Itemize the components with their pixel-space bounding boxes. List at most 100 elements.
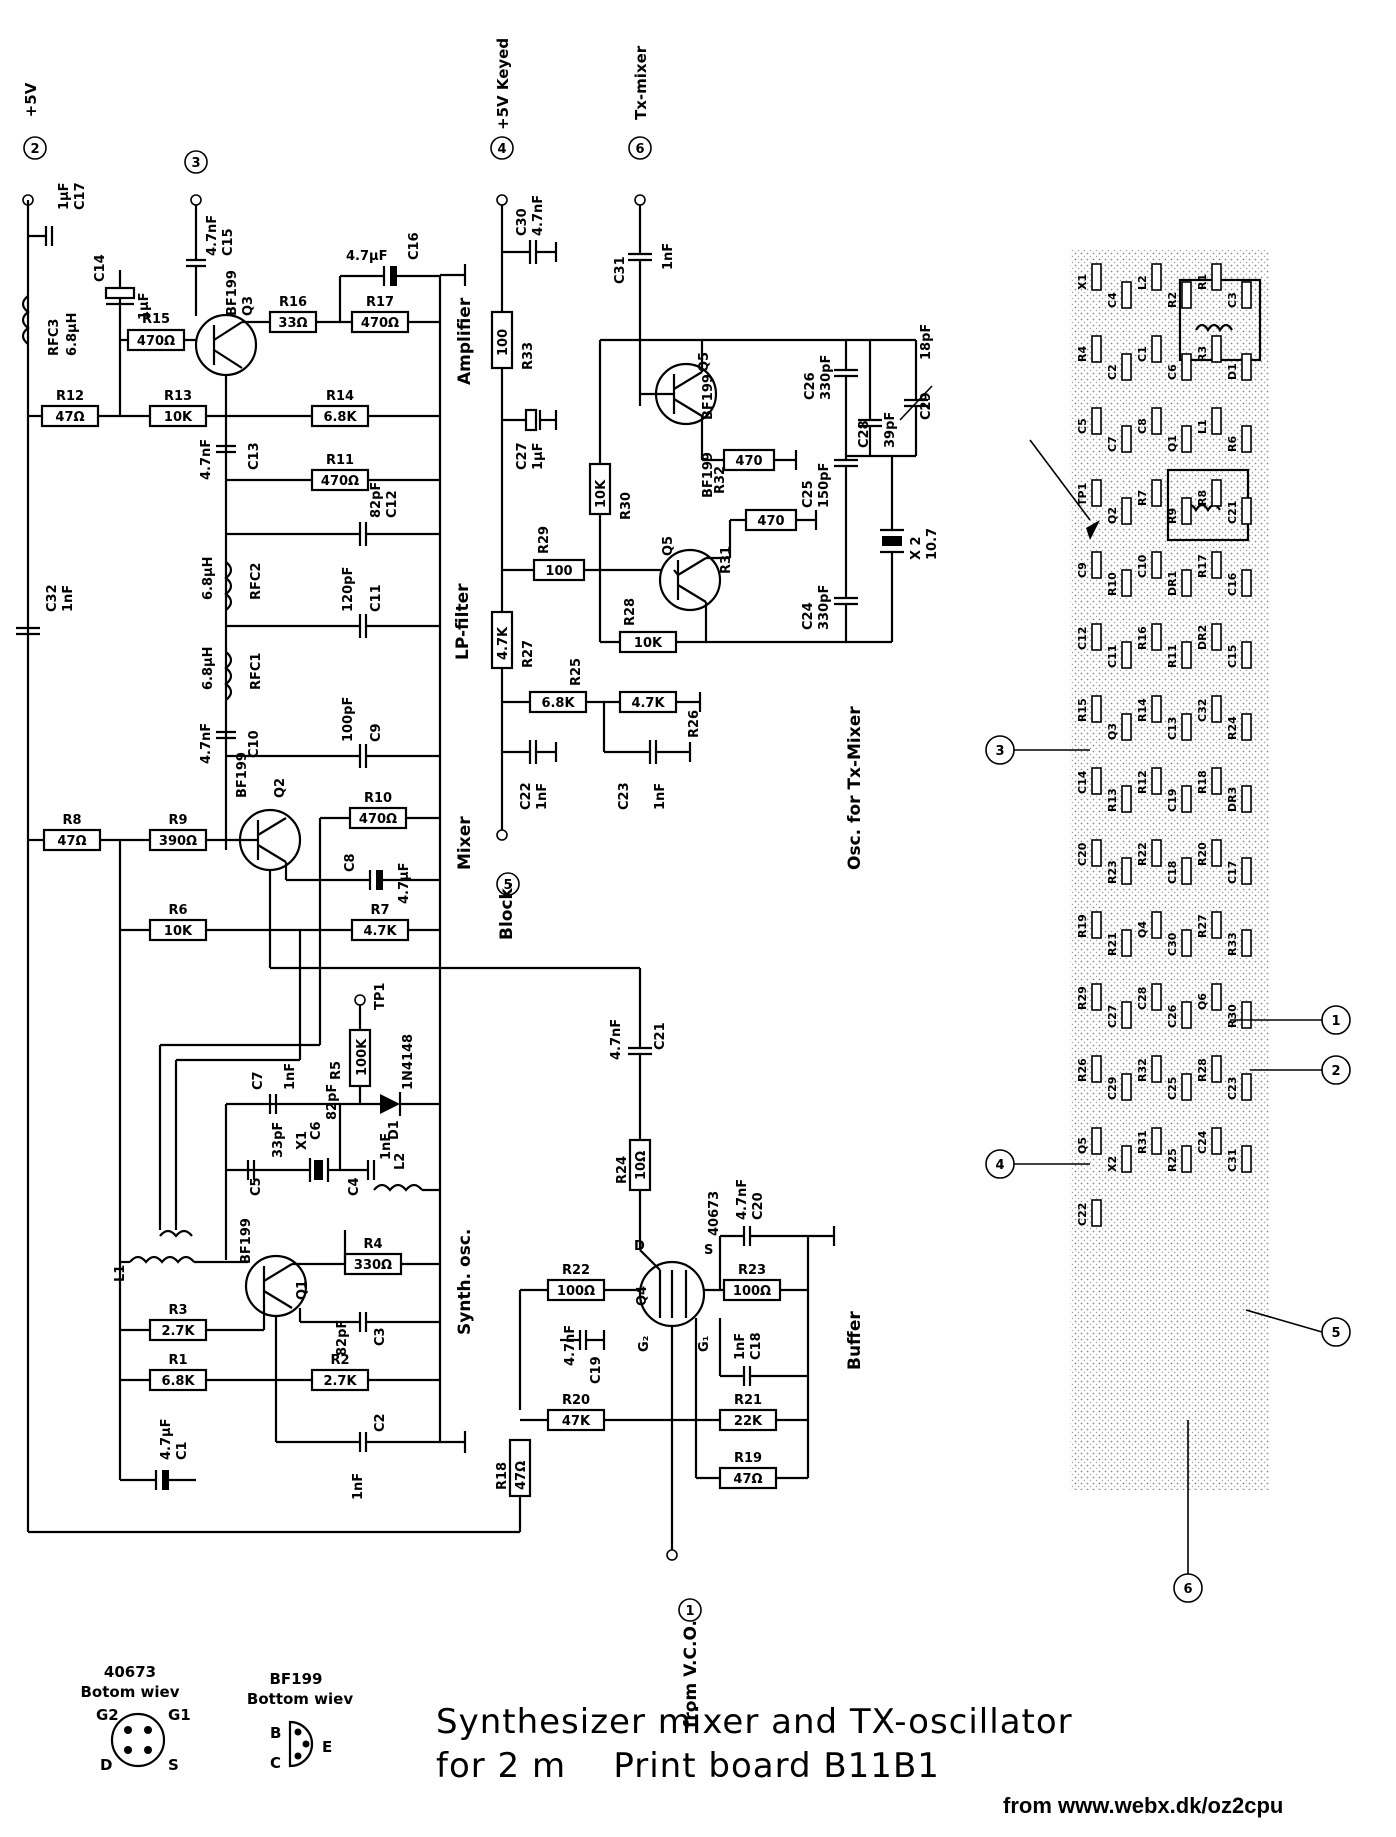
q2-type: BF199 [235,752,250,798]
board-footprint-r11 [1181,641,1192,669]
board-label-q5: Q5 [1076,1137,1089,1154]
board-footprint-c26 [1181,1001,1192,1029]
c6-value: 82pF [325,1084,340,1120]
resistor-r5: R5 100K [329,1005,372,1104]
capacitor-c25: C25 150pF [801,458,858,598]
r18-value: 47Ω [514,1461,529,1490]
board-label-c17: C17 [1226,861,1239,884]
capacitor-c4: C4 1nF [340,1133,394,1196]
r10-ref: R10 [364,791,392,806]
capacitor-c24: C24 330pF [706,585,892,644]
board-footprint-r4 [1091,335,1102,363]
board-marker-4-number: 4 [995,1158,1004,1173]
q1-type: BF199 [239,1218,254,1264]
mixer-link-wire [158,870,642,1230]
capacitor-c13: 4.7nF C13 [199,439,262,480]
pinout-40673-pin-g2: G2 [96,1706,119,1724]
board-label-r17: R17 [1196,554,1209,578]
board-footprint-r26 [1091,1055,1102,1083]
r26-value: 4.7K [631,696,665,711]
c20-value: 4.7nF [735,1179,750,1220]
board-footprint-c4 [1121,281,1132,309]
board-label-l1: L1 [1196,419,1209,434]
c30-value: 4.7nF [531,195,546,236]
board-label-r11: R11 [1166,644,1179,668]
board-marker-5-number: 5 [1331,1326,1340,1341]
board-label-r21: R21 [1106,932,1119,956]
terminal-1: 1 from V.C.O. [666,1326,702,1728]
board-footprint-c18 [1181,857,1192,885]
r27-ref: R27 [521,640,536,668]
x2-label: X 2 [909,536,924,560]
c1-ref: C1 [175,1441,190,1460]
c17-ref: C17 [73,182,88,210]
board-label-c28: C28 [1136,987,1149,1010]
r25-ref: R25 [569,658,584,686]
resistor-r10: 470Ω R10 [318,791,440,880]
buffer-ground-rail [806,1226,836,1478]
board-footprint-c1 [1151,335,1162,363]
r20-ref: R20 [562,1393,590,1408]
r26-ref: R26 [687,710,702,738]
q5-upper-type: BF199 [701,452,716,498]
r30-value: 10K [594,479,609,508]
c2-value: 1nF [351,1473,366,1500]
resistor-r32: 470 R32 [700,416,798,494]
d1-ref: D1 [387,1120,402,1140]
r5-value: 100K [355,1038,370,1076]
board-label-c18: C18 [1166,861,1179,884]
board-label-q1: Q1 [1166,435,1179,452]
r15-ref: R15 [142,312,170,327]
r29-ref: R29 [537,526,552,554]
board-marker-2: 2 [1250,1055,1351,1085]
r6-ref: R6 [168,903,187,918]
r6-value: 10K [164,924,193,939]
r12-ref: R12 [56,389,84,404]
resistor-r31: 470 R31 [706,508,818,574]
q1-ref: Q1 [295,1280,310,1300]
terminal-5-number: 5 [503,878,512,893]
source-credit: from www.webx.dk/oz2cpu [1003,1793,1284,1818]
resistor-r21: 22K R21 [718,1393,808,1432]
board-footprint-r1 [1211,263,1222,291]
c23-value: 1nF [653,783,668,810]
resistor-r9: 390Ω R9 [148,813,258,852]
board-marker-3-number: 3 [995,744,1004,759]
terminal-4-label: +5V Keyed [494,38,512,130]
r14-ref: R14 [326,389,354,404]
capacitor-c31: C31 1nF [613,243,676,406]
r19-ref: R19 [734,1451,762,1466]
board-label-r2: R2 [1166,292,1179,308]
board-l2-coil [1195,323,1233,333]
board-label-r25: R25 [1166,1148,1179,1172]
c14-ref: C14 [93,254,108,282]
board-footprint-c10 [1151,551,1162,579]
board-marker-4: 4 [985,1149,1090,1179]
resistor-r2: 2.7K R2 [310,1353,440,1392]
board-footprint-c2 [1121,353,1132,381]
board-footprint-c23 [1241,1073,1252,1101]
transistor-q4: D S G₂ G₁ 40673 Q4 [634,1191,722,1352]
r30-ref: R30 [619,492,634,520]
board-footprint-c24 [1211,1127,1222,1155]
terminal-6-number: 6 [635,142,644,157]
board-footprints [1091,263,1252,1227]
board-label-r6: R6 [1226,436,1239,452]
resistor-r15: 470Ω R15 [120,312,210,352]
r16-value: 33Ω [278,316,307,331]
board-footprint-c12 [1091,623,1102,651]
terminal-2-number: 2 [30,142,39,157]
r9-ref: R9 [168,813,187,828]
capacitor-c29: C29 18pF [884,324,934,458]
r3-value: 2.7K [161,1324,195,1339]
board-footprint-r19 [1091,911,1102,939]
c18-value: 1nF [733,1333,748,1360]
board-label-c1: C1 [1136,346,1149,362]
board-footprint-c31 [1241,1145,1252,1173]
pinout-bf199-pin-b: B [270,1724,281,1742]
board-label-r28: R28 [1196,1058,1209,1082]
board-footprint-r16 [1151,623,1162,651]
pinout-40673-pin-s: S [168,1756,179,1774]
board-footprint-c14 [1091,767,1102,795]
tp1-label: TP1 [373,983,388,1010]
